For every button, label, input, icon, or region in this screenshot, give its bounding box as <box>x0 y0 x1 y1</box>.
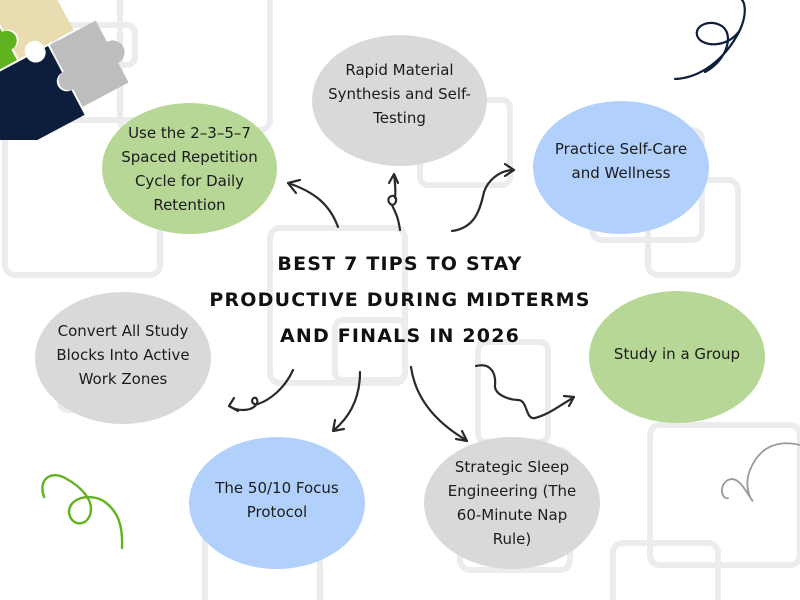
tip-bubble-focus-protocol: The 50/10 Focus Protocol <box>189 437 365 569</box>
green-squiggle-icon <box>41 474 124 550</box>
tip-text: Study in a Group <box>613 345 741 363</box>
tip-text: Use the 2–3–5–7 Spaced Repetition Cycle … <box>121 123 258 214</box>
tip-text: The 50/10 Focus Protocol <box>215 479 339 521</box>
tip-bubble-sleep-engineering: Strategic Sleep Engineering (The 60-Minu… <box>424 437 600 569</box>
arrow-to-spaced-repetition-icon <box>286 178 340 229</box>
tip-bubble-rapid-synthesis: Rapid Material Synthesis and Self- Testi… <box>312 35 487 166</box>
gray-squiggle-icon <box>721 442 800 502</box>
tip-text: Convert All Study Blocks Into Active Wor… <box>56 322 190 388</box>
arrow-to-rapid-synthesis-icon <box>387 172 402 232</box>
puzzle-piece-navy <box>0 45 85 140</box>
puzzle-piece-beige <box>0 0 74 60</box>
tip-text: Practice Self-Care and Wellness <box>554 139 688 182</box>
arrow-to-active-work-zones-icon <box>227 368 295 413</box>
tip-bubble-self-care: Practice Self-Care and Wellness <box>533 101 709 234</box>
tip-text: Strategic Sleep Engineering (The 60-Minu… <box>447 458 577 548</box>
tip-bubble-active-work-zones: Convert All Study Blocks Into Active Wor… <box>35 292 211 424</box>
arrow-to-study-group-icon <box>474 364 576 420</box>
arrow-to-self-care-icon <box>450 162 516 233</box>
page-title: BEST 7 TIPS TO STAY PRODUCTIVE DURING MI… <box>209 253 591 347</box>
puzzle-piece-gray <box>49 20 129 107</box>
tip-bubble-study-group: Study in a Group <box>589 291 765 423</box>
arrow-to-sleep-engineering-icon <box>409 365 469 443</box>
puzzle-icon <box>0 0 129 140</box>
arrow-to-focus-protocol-icon <box>331 370 362 433</box>
navy-squiggle-icon <box>673 0 746 81</box>
tip-text: Rapid Material Synthesis and Self- Testi… <box>328 60 471 127</box>
tip-bubble-spaced-repetition: Use the 2–3–5–7 Spaced Repetition Cycle … <box>102 103 277 234</box>
